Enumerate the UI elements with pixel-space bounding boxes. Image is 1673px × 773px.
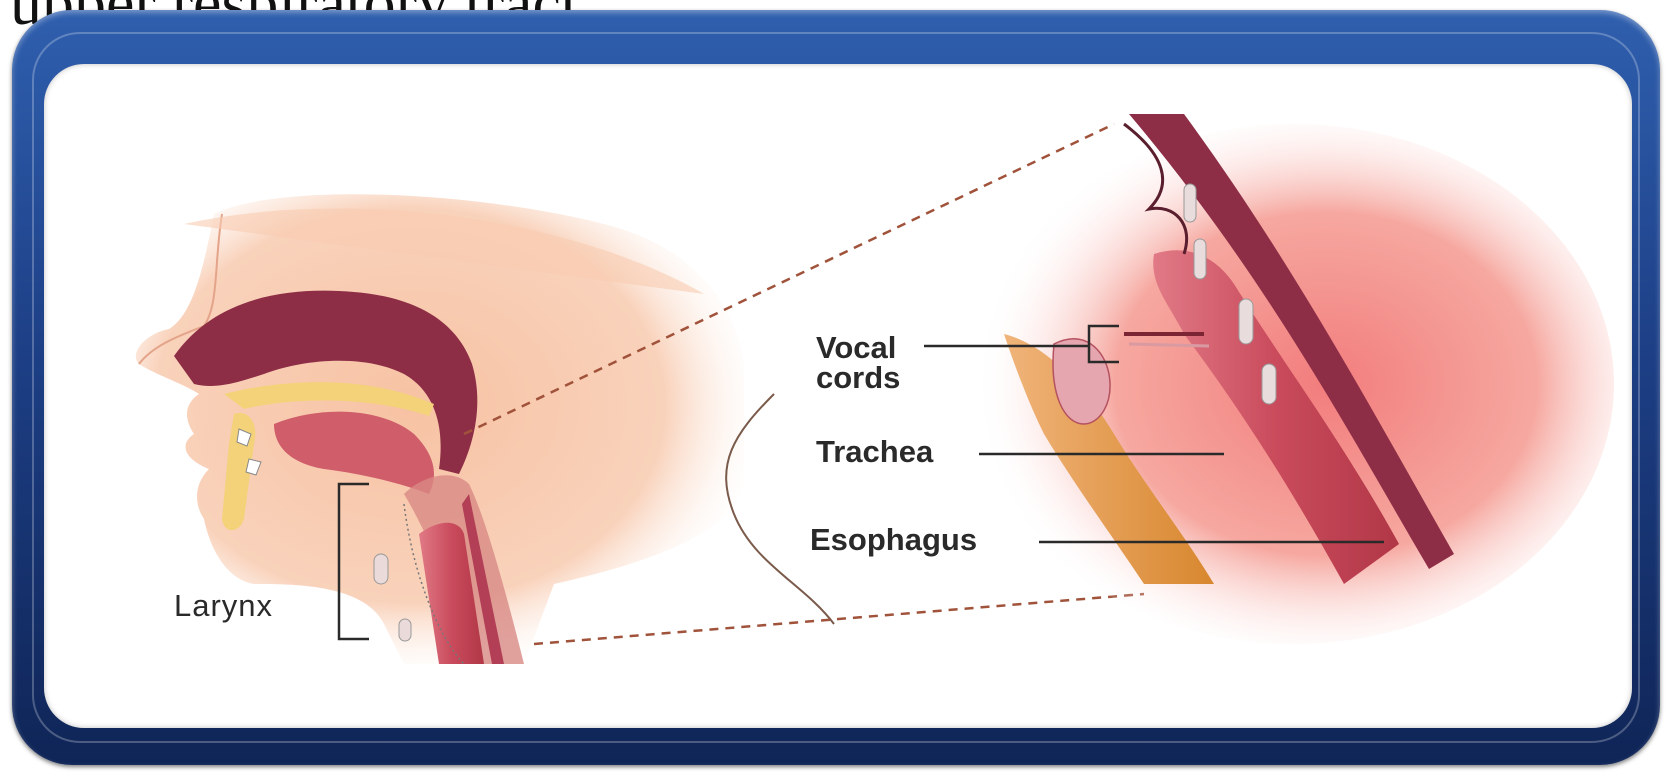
label-trachea: Trachea xyxy=(816,436,933,468)
label-esophagus: Esophagus xyxy=(810,524,977,556)
zoomed-larynx xyxy=(974,114,1614,644)
diagram-panel: Vocal cords Trachea Esophagus Larynx xyxy=(44,64,1632,728)
label-larynx: Larynx xyxy=(174,590,273,622)
label-cords: cords xyxy=(816,362,900,394)
anatomy-illustration xyxy=(44,64,1632,728)
zoom-line-bottom xyxy=(534,594,1144,644)
